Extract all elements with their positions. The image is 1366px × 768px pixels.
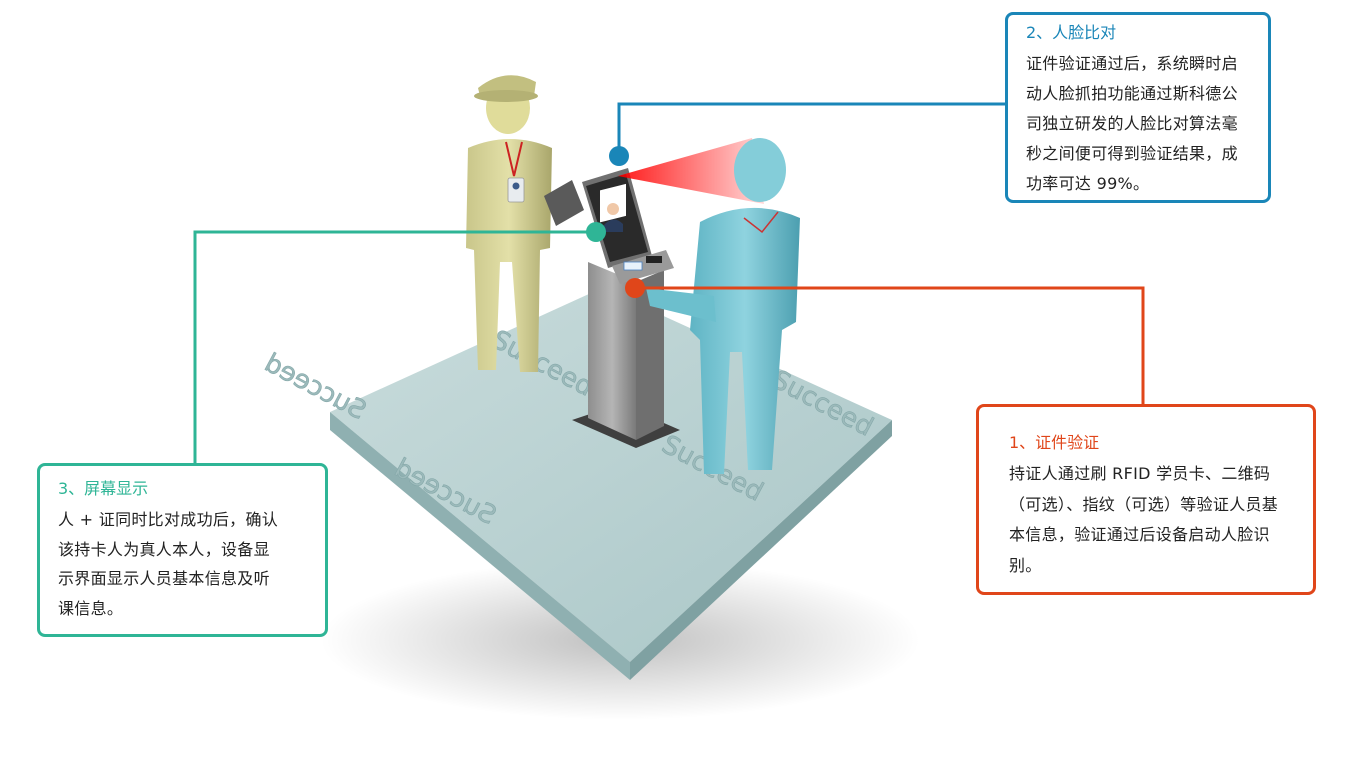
- callout-line: 本信息，验证通过后设备启动人脸识: [1009, 525, 1270, 544]
- callout-line: 动人脸抓拍功能通过斯科德公: [1026, 84, 1238, 103]
- callout-line: 司独立研发的人脸比对算法毫: [1026, 114, 1238, 133]
- connector-card: [625, 278, 1145, 405]
- callout-face-compare-title: 2、人脸比对: [1026, 23, 1117, 42]
- police-guard-figure: [466, 75, 552, 372]
- card-reader: [623, 261, 643, 271]
- connector-face: [609, 102, 1007, 166]
- callout-screen-display: 3、屏幕显示 人 + 证同时比对成功后，确认 该持卡人为真人本人，设备显 示界面…: [37, 463, 328, 637]
- callout-card-verify-title: 1、证件验证: [1009, 433, 1100, 452]
- callout-line: （可选）、指纹（可选）等验证人员基: [1009, 494, 1279, 514]
- platform-logo-text: Succeed: [260, 348, 371, 426]
- callout-screen-display-body: 人 + 证同时比对成功后，确认 该持卡人为真人本人，设备显 示界面显示人员基本信…: [58, 505, 307, 623]
- callout-face-compare: 2、人脸比对 证件验证通过后，系统瞬时启 动人脸抓拍功能通过斯科德公 司独立研发…: [1005, 12, 1271, 203]
- callout-line: 功率可达 99%。: [1026, 174, 1150, 193]
- callout-line: 该持卡人为真人本人，设备显: [58, 539, 270, 559]
- callout-line: 持证人通过刷 RFID 学员卡、二维码: [1009, 464, 1271, 483]
- callout-card-verify: 1、证件验证 持证人通过刷 RFID 学员卡、二维码 （可选）、指纹（可选）等验…: [976, 404, 1316, 595]
- callout-line: 人 + 证同时比对成功后，确认: [58, 510, 279, 529]
- callout-face-compare-body: 证件验证通过后，系统瞬时启 动人脸抓拍功能通过斯科德公 司独立研发的人脸比对算法…: [1026, 49, 1250, 199]
- connector-screen: [193, 222, 606, 464]
- callout-line: 别。: [1009, 555, 1042, 575]
- callout-line: 秒之间便可得到验证结果，成: [1026, 144, 1238, 163]
- callout-line: 示界面显示人员基本信息及听: [58, 569, 270, 588]
- terminal-kiosk: [544, 168, 680, 448]
- callout-screen-display-title: 3、屏幕显示: [58, 479, 149, 498]
- callout-card-verify-body: 持证人通过刷 RFID 学员卡、二维码 （可选）、指纹（可选）等验证人员基 本信…: [1009, 459, 1295, 581]
- callout-line: 证件验证通过后，系统瞬时启: [1026, 54, 1238, 73]
- face-photo-head: [607, 203, 619, 215]
- face-scan-beam: [618, 138, 764, 204]
- id-badge: [507, 177, 525, 203]
- visitor-figure: [646, 138, 800, 474]
- callout-line: 课信息。: [58, 598, 124, 618]
